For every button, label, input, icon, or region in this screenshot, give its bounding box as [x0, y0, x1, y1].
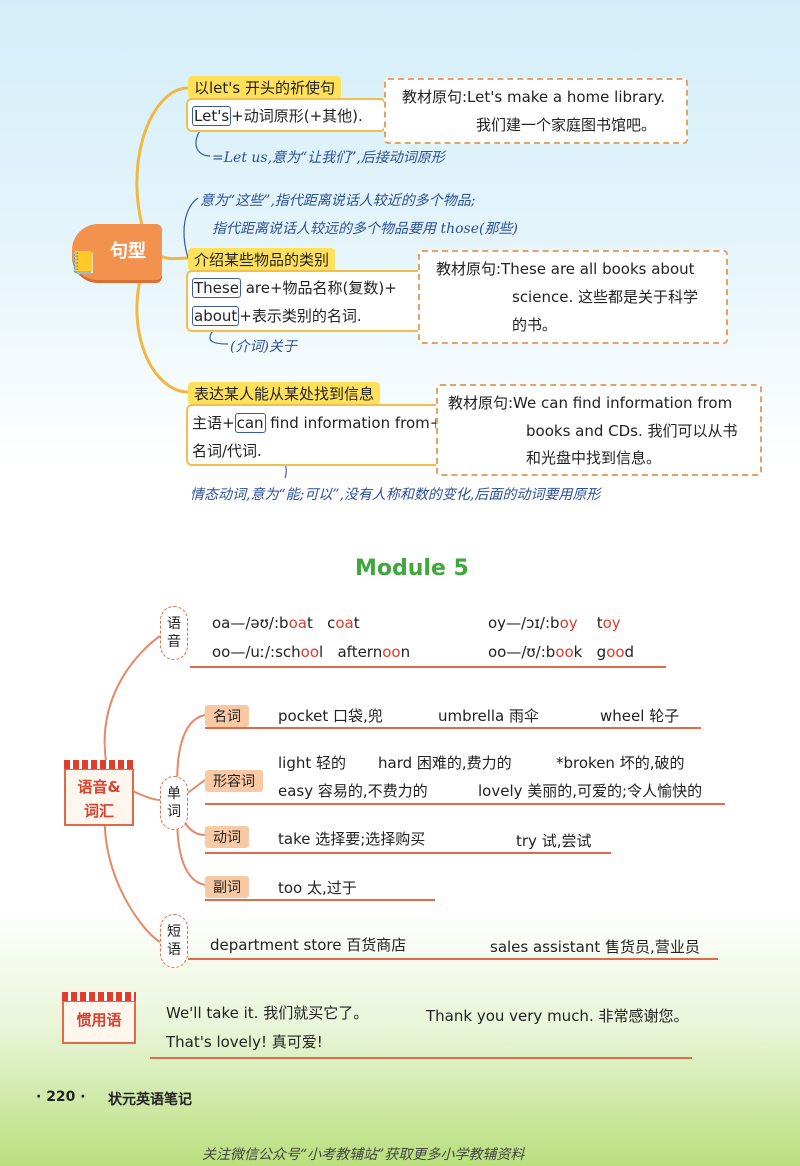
adj-label: 形容词: [205, 770, 263, 792]
these-keyword: These: [192, 278, 241, 298]
phonics-label: 语音: [160, 606, 188, 660]
pattern2-example-line3: 的书。: [512, 316, 558, 334]
adj-hard: hard 困难的,费力的: [378, 754, 512, 772]
pattern1-box: Let's+动词原形(+其他).: [186, 98, 386, 132]
pattern2-note3: (介词)关于: [230, 339, 297, 355]
phonics-row2-left: oo—/uː/:school afternoon: [212, 643, 411, 661]
pattern2-example-line1: 教材原句:These are all books about: [436, 260, 695, 278]
pattern1-example-zh: 我们建一个家庭图书馆吧。: [476, 116, 657, 134]
can-keyword: can: [234, 413, 266, 433]
book-title: 状元英语笔记: [108, 1092, 192, 1108]
pattern1-header: 以let's 开头的祈使句: [188, 76, 341, 99]
phonics-row1-right: oy—/ɔɪ/:boy toy: [488, 614, 621, 632]
pattern3-example: 教材原句:We can find information from books …: [436, 384, 762, 476]
pattern2-rule2: +表示类别的名词.: [239, 307, 362, 325]
idiom-sentence-1: We'll take it. 我们就买它了。: [166, 1004, 369, 1022]
idiom-sentence-2: Thank you very much. 非常感谢您。: [426, 1007, 689, 1025]
pattern3-header: 表达某人能从某处找到信息: [188, 382, 381, 405]
verb-take: take 选择要;选择购买: [278, 830, 426, 848]
phrase-department-store: department store 百货商店: [210, 936, 407, 954]
adj-underline: [205, 803, 725, 805]
module-title: Module 5: [355, 556, 469, 581]
nouns-label: 名词: [205, 705, 249, 727]
vocab-badge-line1: 语音&: [77, 778, 121, 796]
pattern1-note: =Let us,意为“让我们”,后接动词原形: [212, 150, 445, 166]
pattern3-rule2: 名词/代词.: [192, 442, 262, 460]
pattern2-rule1: are+物品名称(复数)+: [240, 279, 397, 297]
pattern3-rule1: find information from+: [265, 414, 443, 432]
pattern1-example: 教材原句:Let's make a home library. 我们建一个家庭图…: [384, 78, 688, 144]
watermark: 关注微信公众号“小考教辅站”获取更多小学教辅资料: [202, 1147, 525, 1163]
pattern1-rule: +动词原形(+其他).: [231, 107, 363, 125]
pattern1-example-en: 教材原句:Let's make a home library.: [402, 88, 666, 106]
adj-easy: easy 容易的,不费力的: [278, 782, 428, 800]
sentence-badge: 📒 句型: [70, 224, 162, 280]
phrase-label: 短语: [160, 914, 188, 968]
adv-underline: [205, 899, 435, 901]
pattern2-note2: 指代距离说话人较远的多个物品要用 those(那些): [212, 221, 518, 237]
pattern3-note: 情态动词,意为“能;可以”,没有人称和数的变化,后面的动词要用原形: [190, 487, 601, 503]
phonics-underline: [190, 666, 666, 668]
adj-lovely: lovely 美丽的,可爱的;令人愉快的: [478, 782, 703, 800]
notebook-icon: 📒: [70, 251, 98, 276]
vocab-badge: 语音& 词汇: [64, 760, 134, 826]
noun-umbrella: umbrella 雨伞: [438, 707, 540, 725]
nouns-underline: [205, 727, 701, 729]
words-label: 单词: [160, 776, 188, 830]
verbs-underline: [205, 852, 611, 854]
pattern3-example-line3: 和光盘中找到信息。: [526, 449, 662, 467]
pattern2-example-line2: science. 这些都是关于科学: [512, 288, 698, 306]
verbs-label: 动词: [205, 826, 249, 848]
phonics-row2-right: oo—/ʊ/:book good: [488, 643, 635, 661]
pattern3-example-line2: books and CDs. 我们可以从书: [526, 422, 738, 440]
idiom-underline: [150, 1057, 692, 1059]
phrase-underline: [188, 958, 718, 960]
pattern3-pre: 主语+: [192, 414, 235, 432]
vocab-badge-line2: 词汇: [83, 802, 114, 820]
adj-broken: *broken 坏的,破的: [556, 754, 685, 772]
pattern3-box: 主语+can find information from+ 名词/代词.: [186, 404, 444, 466]
pattern2-box: These are+物品名称(复数)+ about+表示类别的名词.: [186, 270, 426, 332]
adj-light: light 轻的: [278, 754, 347, 772]
noun-pocket: pocket 口袋,兜: [278, 707, 383, 725]
phrase-sales-assistant: sales assistant 售货员,营业员: [490, 938, 700, 956]
lets-keyword: Let's: [192, 106, 232, 126]
page-number: · 220 ·: [36, 1089, 86, 1105]
idiom-sentence-3: That's lovely! 真可爱!: [166, 1033, 323, 1051]
verb-try: try 试,尝试: [516, 832, 592, 850]
adv-too: too 太,过于: [278, 879, 357, 897]
noun-wheel: wheel 轮子: [600, 707, 680, 725]
pattern2-example: 教材原句:These are all books about science. …: [418, 250, 728, 344]
pattern2-note1: 意为“这些”,指代距离说话人较近的多个物品;: [200, 193, 476, 209]
about-keyword: about: [192, 306, 240, 326]
pattern2-header: 介绍某些物品的类别: [188, 248, 336, 271]
adv-label: 副词: [205, 876, 249, 898]
idiom-badge: 惯用语: [62, 992, 136, 1044]
phonics-row1-left: oa—/əʊ/:boat coat: [212, 614, 360, 632]
pattern3-example-line1: 教材原句:We can find information from: [448, 394, 733, 412]
